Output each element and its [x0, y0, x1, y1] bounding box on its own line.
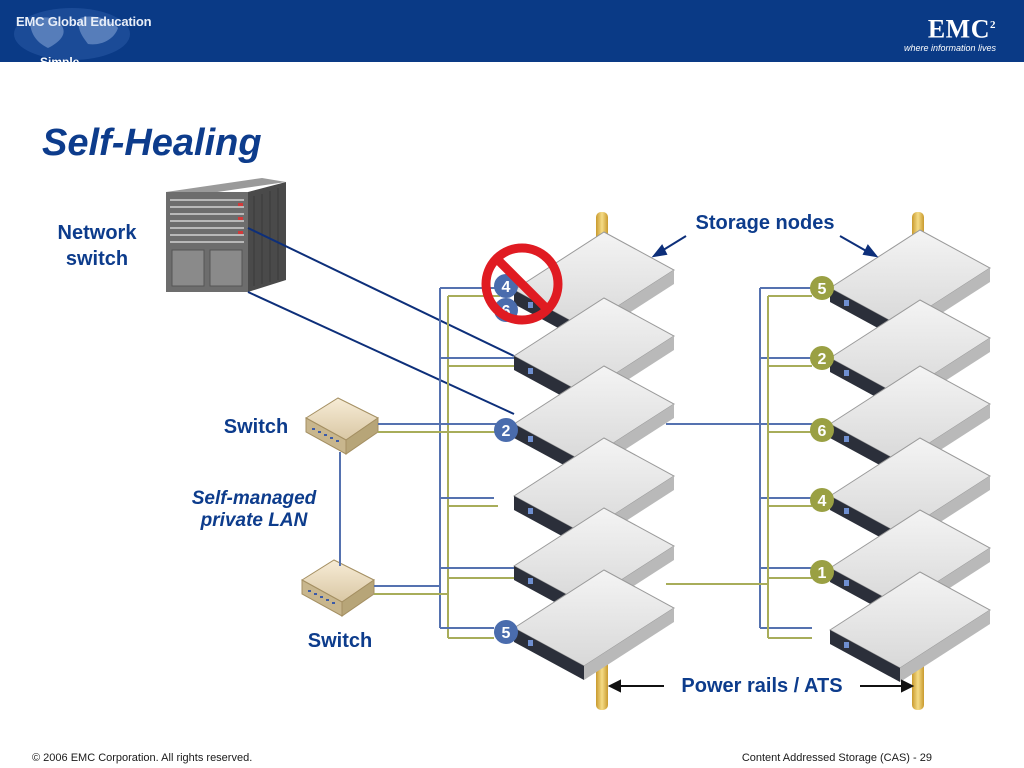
- badge-circle: [494, 418, 518, 442]
- storage-nodes-label: Storage nodes: [695, 212, 835, 234]
- network-switch-chassis: [166, 178, 286, 292]
- storage-nodes-arrows: [651, 235, 879, 258]
- private-lan-label-line2: private LAN: [200, 510, 308, 531]
- footer-course-title: Content Addressed Storage (CAS): [741, 752, 910, 764]
- emc-logo-text: EMC: [927, 14, 990, 44]
- network-switch-cables: [247, 227, 515, 415]
- right-badges: 5 2 6 4 1: [810, 276, 834, 584]
- network-switch-label-line2: switch: [65, 248, 129, 270]
- network-switch-label-line1: Network: [57, 222, 137, 244]
- prohibited-icon: [481, 243, 563, 325]
- badge-label: 2: [502, 423, 511, 440]
- cable-network-to-node-3: [247, 291, 515, 415]
- badge-label: 6: [818, 423, 827, 440]
- emc-tagline: where information lives: [903, 42, 996, 53]
- badge-label: 2: [818, 351, 827, 368]
- badge-circle: [810, 276, 834, 300]
- edu-logo: EMC Global Education: [16, 14, 152, 29]
- badge-circle: [810, 346, 834, 370]
- badge-label: 4: [818, 493, 827, 510]
- badge-circle: [810, 560, 834, 584]
- badge-circle: [810, 488, 834, 512]
- slide-title: Self-Healing: [42, 122, 262, 164]
- footer-copyright: © 2006 EMC Corporation. All rights reser…: [32, 752, 253, 764]
- badge-label: 5: [818, 281, 827, 298]
- footer-page-number: - 29: [913, 752, 932, 764]
- badge-label: 1: [818, 565, 827, 582]
- globe-icon: [14, 8, 130, 60]
- lan-bus: [374, 287, 812, 639]
- footer-course: Content Addressed Storage (CAS) - 29: [742, 752, 932, 764]
- left-node-stack: [513, 231, 675, 680]
- badge-label: 4: [502, 279, 511, 296]
- left-badges: 4 6 2 5: [494, 274, 518, 644]
- private-lan-label-line1: Self-managed: [191, 488, 317, 509]
- badge-circle: [494, 620, 518, 644]
- storage-node: [513, 569, 675, 680]
- switch-bottom-label: Switch: [307, 630, 373, 652]
- badge-circle: [810, 418, 834, 442]
- switch-top-label: Switch: [223, 416, 289, 438]
- badge-label: 5: [502, 625, 511, 642]
- emc-logo: EMC2 where information lives: [904, 12, 996, 53]
- emc-logo-superscript: 2: [990, 19, 996, 31]
- right-node-stack: [829, 229, 991, 682]
- power-rails-label: Power rails / ATS: [681, 675, 843, 697]
- cable-network-to-node-2: [247, 227, 515, 357]
- lan-switch-bottom: [301, 559, 375, 617]
- lan-switch-top: [305, 397, 379, 455]
- header-banner: EMC Global Education EMC2 where informat…: [0, 0, 1024, 62]
- network-switch-label: Network switch: [40, 220, 154, 272]
- power-rails-arrows: [607, 679, 915, 693]
- storage-node: [829, 571, 991, 682]
- private-lan-label: Self-managed private LAN: [172, 488, 336, 532]
- cutoff-heading: Simple: [40, 55, 80, 62]
